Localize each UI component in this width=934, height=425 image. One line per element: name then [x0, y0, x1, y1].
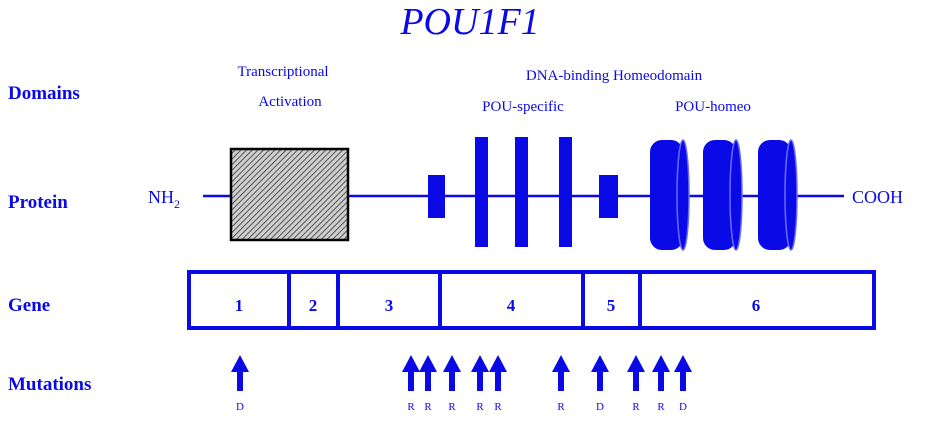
- diagram-title: POU1F1: [399, 1, 539, 43]
- exon-label-3: 3: [385, 296, 394, 315]
- mutation-arrow: [443, 355, 461, 391]
- exon-label-5: 5: [607, 296, 616, 315]
- mutation-label: R: [494, 401, 502, 413]
- row-label-gene: Gene: [8, 295, 50, 316]
- mutation-label: D: [596, 401, 604, 413]
- domain-label-activation: Activation: [258, 94, 322, 110]
- gene-exon-labels: 1 2 3 4 5 6: [235, 296, 761, 315]
- domain-label-pou-specific: POU-specific: [482, 99, 564, 115]
- pou-homeo-helix-1: [650, 139, 690, 251]
- mutation-arrow: [231, 355, 249, 391]
- mutation-label: D: [679, 401, 687, 413]
- mutation-label: D: [236, 401, 244, 413]
- exon-label-6: 6: [752, 296, 761, 315]
- pou-specific-helix-2: [515, 137, 528, 247]
- mutation-arrow: [419, 355, 437, 391]
- pou-linker-block: [599, 175, 618, 218]
- domain-label-transcriptional: Transcriptional: [237, 64, 328, 80]
- mutation-label: R: [557, 401, 565, 413]
- row-label-protein: Protein: [8, 192, 68, 213]
- pou-specific-small-block-left: [428, 175, 445, 218]
- mutation-arrow: [652, 355, 670, 391]
- mutation-arrow: [489, 355, 507, 391]
- exon-label-1: 1: [235, 296, 244, 315]
- mutation-label: R: [657, 401, 665, 413]
- mutation-label: R: [448, 401, 456, 413]
- protein-c-terminus: COOH: [852, 187, 903, 207]
- pou-homeo-helix-2: [703, 139, 743, 251]
- pou-specific-helix-1: [475, 137, 488, 247]
- domain-label-pou-homeo: POU-homeo: [675, 99, 751, 115]
- pou-specific-helix-3: [559, 137, 572, 247]
- transcriptional-activation-domain: [229, 147, 350, 242]
- gene-exon-map: [187, 270, 876, 330]
- mutation-label: R: [407, 401, 415, 413]
- mutation-arrow: [627, 355, 645, 391]
- row-label-domains: Domains: [8, 83, 80, 104]
- mutation-label: R: [424, 401, 432, 413]
- mutation-label: R: [476, 401, 484, 413]
- protein-n-terminus: NH2: [148, 187, 180, 211]
- row-label-mutations: Mutations: [8, 374, 91, 395]
- mutation-arrow: [471, 355, 489, 391]
- exon-label-2: 2: [309, 296, 318, 315]
- domain-label-dna-binding: DNA-binding Homeodomain: [526, 68, 703, 84]
- mutation-arrow: [552, 355, 570, 391]
- mutation-arrow: [402, 355, 420, 391]
- gene-exon-dividers: [287, 272, 642, 328]
- mutation-label: R: [632, 401, 640, 413]
- mutation-arrow: [591, 355, 609, 391]
- exon-label-4: 4: [507, 296, 516, 315]
- mutation-arrow: [674, 355, 692, 391]
- pou-homeo-helix-3: [758, 139, 798, 251]
